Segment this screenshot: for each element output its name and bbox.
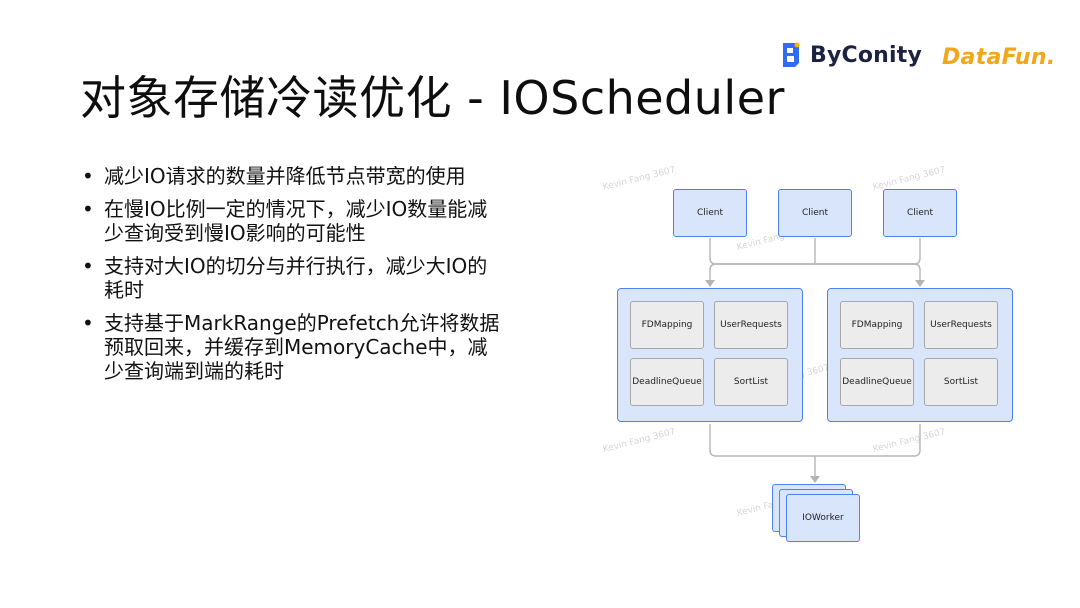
- arrowhead: [810, 476, 820, 483]
- bullet-dot-icon: •: [82, 164, 94, 188]
- architecture-diagram: Kevin Fang 3607 Kevin Fang 3607 Kevin Fa…: [596, 160, 1056, 560]
- deadlinequeue-node: DeadlineQueue: [840, 358, 914, 406]
- arrowhead: [705, 280, 715, 287]
- datafun-logo-text: DataFun.: [942, 44, 1056, 70]
- bullet-item: • 支持基于MarkRange的Prefetch允许将数据预取回来，并缓存到Mem…: [82, 311, 502, 383]
- bullet-dot-icon: •: [82, 311, 94, 335]
- page-title: 对象存储冷读优化 - IOScheduler: [80, 71, 785, 125]
- diagram-edges: [705, 238, 925, 483]
- bullet-text: 减少IO请求的数量并降低节点带宽的使用: [104, 164, 466, 188]
- byconity-logo: ByConity: [780, 40, 922, 70]
- userrequests-node: UserRequests: [924, 301, 998, 349]
- bullet-text: 支持对大IO的切分与并行执行，减少大IO的耗时: [104, 254, 488, 302]
- bullet-dot-icon: •: [82, 197, 94, 221]
- byconity-logo-text: ByConity: [810, 42, 923, 68]
- client-node: Client: [673, 189, 747, 237]
- bullet-text: 在慢IO比例一定的情况下，减少IO数量能减少查询受到慢IO影响的可能性: [104, 197, 488, 245]
- bullet-dot-icon: •: [82, 254, 94, 278]
- edge-groups-to-bus: [709, 424, 921, 457]
- fdmapping-node: FDMapping: [630, 301, 704, 349]
- bullet-text: 支持基于MarkRange的Prefetch允许将数据预取回来，并缓存到Memo…: [104, 311, 500, 383]
- bullet-item: • 在慢IO比例一定的情况下，减少IO数量能减少查询受到慢IO影响的可能性: [82, 197, 502, 245]
- sortlist-node: SortList: [714, 358, 788, 406]
- userrequests-node: UserRequests: [714, 301, 788, 349]
- datafun-logo: DataFun.: [942, 42, 1055, 72]
- deadlinequeue-node: DeadlineQueue: [630, 358, 704, 406]
- ioworker-node: IOWorker: [786, 494, 860, 542]
- sortlist-node: SortList: [924, 358, 998, 406]
- bullet-list: • 减少IO请求的数量并降低节点带宽的使用 • 在慢IO比例一定的情况下，减少IO数…: [82, 164, 502, 392]
- bullet-item: • 减少IO请求的数量并降低节点带宽的使用: [82, 164, 502, 188]
- fdmapping-node: FDMapping: [840, 301, 914, 349]
- client-node: Client: [778, 189, 852, 237]
- arrowhead: [915, 280, 925, 287]
- byconity-logo-icon: [783, 42, 800, 67]
- client-node: Client: [883, 189, 957, 237]
- bullet-item: • 支持对大IO的切分与并行执行，减少大IO的耗时: [82, 254, 502, 302]
